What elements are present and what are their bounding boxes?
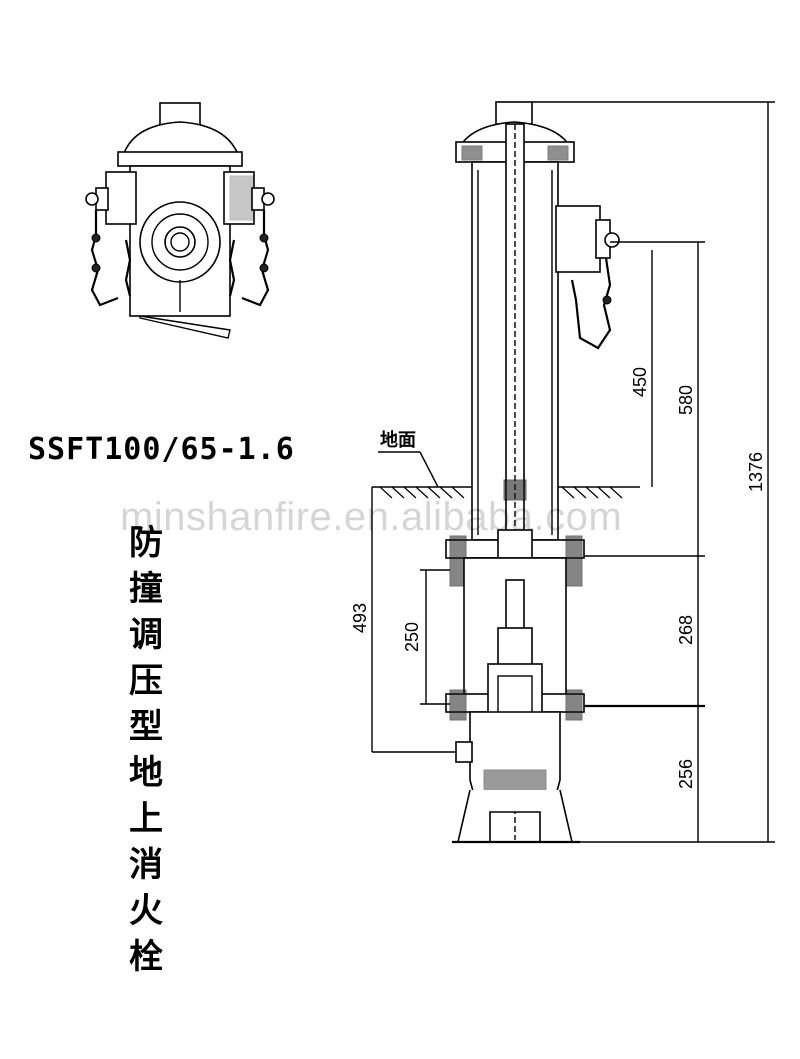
ground-label: 地面 xyxy=(380,429,416,451)
watermark: minshanfire.en.alibaba.com xyxy=(120,495,623,539)
title-char: 火 xyxy=(129,891,163,931)
dim-580: 580 xyxy=(676,385,696,415)
title-char: 栓 xyxy=(129,937,163,977)
product-title: 防 撞 调 压 型 地 上 消 火 栓 xyxy=(126,520,166,980)
dim-450: 450 xyxy=(630,367,650,397)
dimension-values: 450 580 1376 493 250 268 256 xyxy=(350,367,766,789)
dim-268: 268 xyxy=(676,615,696,645)
title-char: 地 xyxy=(129,753,163,793)
dim-493: 493 xyxy=(350,603,370,633)
title-char: 防 xyxy=(129,523,163,563)
title-char: 调 xyxy=(129,615,163,655)
title-char: 消 xyxy=(129,845,163,885)
dimension-lines xyxy=(371,101,775,843)
title-char: 压 xyxy=(129,661,163,701)
title-char: 上 xyxy=(129,799,163,839)
top-view xyxy=(85,102,275,339)
dim-250: 250 xyxy=(402,622,422,652)
ground-line: 地面 xyxy=(372,429,640,499)
dim-1376: 1376 xyxy=(746,452,766,492)
dim-256: 256 xyxy=(676,759,696,789)
model-label: SSFT100/65-1.6 xyxy=(28,432,295,467)
side-view xyxy=(445,101,620,844)
title-char: 型 xyxy=(129,707,163,747)
title-char: 撞 xyxy=(129,569,163,609)
